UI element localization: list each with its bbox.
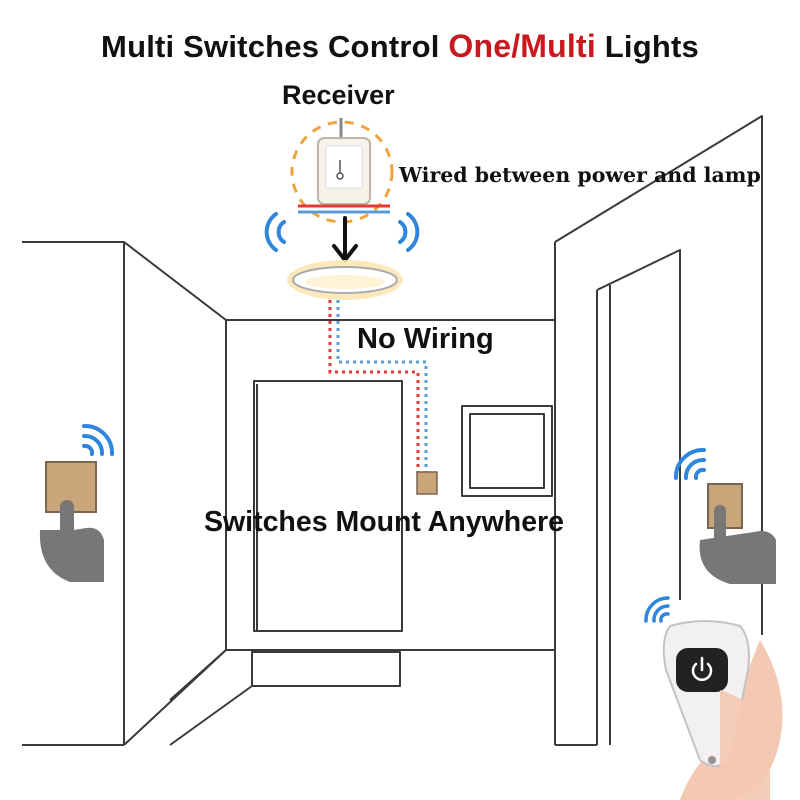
- wifi-signal-icon: [82, 423, 115, 456]
- floor-line: [169, 649, 227, 701]
- door: [253, 380, 403, 632]
- window: [461, 405, 553, 497]
- pressing-hand-right: [699, 505, 776, 584]
- floor-line-2: [169, 685, 253, 746]
- wifi-signal-icon: [644, 596, 670, 623]
- title-highlight: One/Multi: [448, 28, 596, 64]
- title-part-1: Multi Switches Control: [101, 29, 449, 64]
- doormat: [251, 651, 401, 687]
- receiver-device: [290, 118, 394, 224]
- receiver-label: Receiver: [282, 80, 395, 110]
- diagram-title: Multi Switches Control One/Multi Lights: [0, 28, 800, 65]
- wifi-signal-icon: [264, 212, 420, 252]
- right-wall: [554, 115, 763, 746]
- down-arrow-icon: [332, 216, 358, 264]
- switches-mount-label: Switches Mount Anywhere: [204, 506, 564, 538]
- dotted-wire: [328, 300, 428, 475]
- wifi-signal-icon: [673, 447, 706, 480]
- remote-control: [662, 620, 783, 800]
- no-wiring-label: No Wiring: [357, 323, 494, 355]
- pressing-hand-left: [39, 500, 104, 582]
- back-wall: [225, 319, 556, 651]
- wired-label: Wired between power and lamp: [399, 163, 761, 187]
- power-icon: [691, 656, 713, 681]
- wall-switch-back: [416, 471, 438, 495]
- ceiling-lamp: [287, 260, 403, 300]
- title-part-2: Lights: [595, 29, 699, 64]
